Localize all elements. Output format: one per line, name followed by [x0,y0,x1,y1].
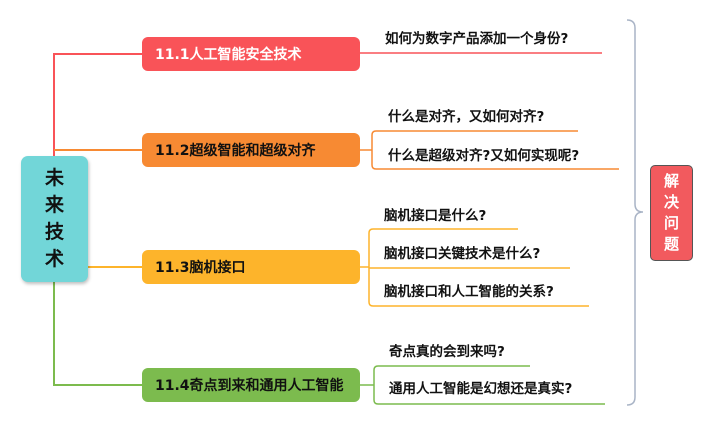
root-label: 未来技术 [44,167,64,270]
leaf-node[interactable]: 什么是对齐，又如何对齐? [388,109,545,125]
leaf-node[interactable]: 脑机接口是什么? [384,208,487,224]
branch-node-singularity-agi[interactable]: 11.4奇点到来和通用人工智能 [142,368,360,402]
root-node[interactable]: 未来技术 [21,156,88,282]
summary-node[interactable]: 解决问题 [650,165,693,261]
branch-node-bci[interactable]: 11.3脑机接口 [142,250,360,284]
branch-node-superalignment[interactable]: 11.2超级智能和超级对齐 [142,133,360,167]
leaf-node[interactable]: 奇点真的会到来吗? [389,344,505,360]
leaf-bracket-4 [360,365,605,405]
leaf-node[interactable]: 什么是超级对齐?又如何实现呢? [388,148,580,164]
branch-node-ai-safety[interactable]: 11.1人工智能安全技术 [142,37,360,71]
leaf-node[interactable]: 通用人工智能是幻想还是真实? [389,381,573,397]
summary-label: 解决问题 [663,172,679,253]
connector-branch-1 [53,53,142,156]
leaf-bracket-3 [360,228,589,307]
leaf-node[interactable]: 脑机接口关键技术是什么? [384,246,541,262]
leaf-node[interactable]: 脑机接口和人工智能的关系? [384,284,554,300]
leaf-node[interactable]: 如何为数字产品添加一个身份? [385,31,569,47]
summary-brace [626,19,644,406]
leaf-bracket-2 [360,130,619,170]
connector-branch-4 [53,282,142,386]
